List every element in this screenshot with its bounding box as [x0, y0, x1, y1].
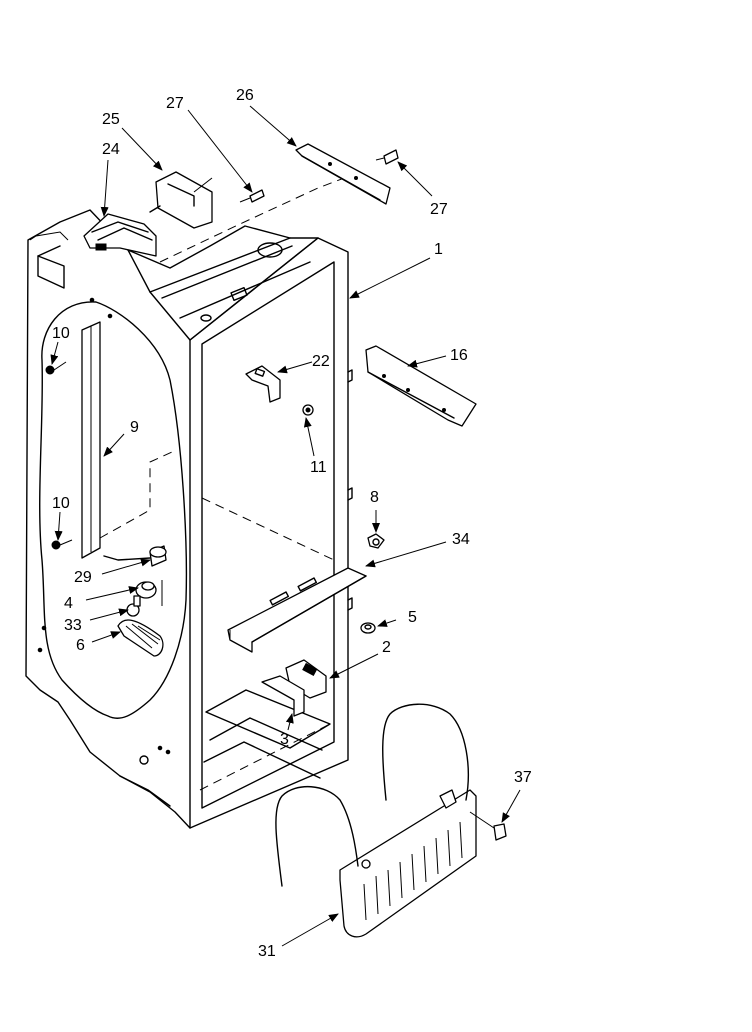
part-5-nut [360, 622, 376, 634]
callout-11: 11 [310, 459, 327, 476]
screw-10-top [45, 361, 67, 375]
part-8-clip [367, 533, 385, 549]
part-25-bracket [149, 171, 213, 229]
part-33-bulb [126, 595, 141, 617]
part-3-bracket [261, 675, 305, 717]
part-31-cover [275, 703, 495, 938]
part-29-socket [103, 545, 167, 567]
callout-5: 5 [408, 609, 417, 626]
callout-26: 26 [236, 87, 254, 104]
callout-37: 37 [514, 769, 532, 786]
callout-2: 2 [382, 639, 391, 656]
leader-lines [50, 105, 521, 947]
callout-22: 22 [312, 353, 330, 370]
part-22-bracket [245, 365, 281, 403]
callout-10-top: 10 [52, 325, 70, 342]
part-16-bracket [365, 345, 477, 427]
wiring-harness [39, 301, 188, 719]
callout-10-bottom: 10 [52, 495, 70, 512]
screw-10-bottom [51, 539, 73, 550]
part-24-housing [83, 213, 157, 257]
callout-labels: 1 2 3 4 5 6 8 9 10 10 11 16 22 24 25 26 … [52, 87, 532, 960]
callout-16: 16 [450, 347, 468, 364]
callout-4: 4 [64, 595, 73, 612]
screw-27-right [375, 149, 399, 165]
part-9-rail [81, 321, 173, 559]
callout-6: 6 [76, 637, 85, 654]
callout-27-right: 27 [430, 201, 448, 218]
callout-1: 1 [434, 241, 443, 258]
callout-29: 29 [74, 569, 92, 586]
callout-27-left: 27 [166, 95, 184, 112]
callout-8: 8 [370, 489, 379, 506]
callout-34: 34 [452, 531, 470, 548]
callout-25: 25 [102, 111, 120, 128]
screw-11 [302, 404, 314, 416]
callout-33: 33 [64, 617, 82, 634]
part-26-channel [295, 143, 391, 205]
cabinet-liner [25, 209, 353, 829]
part-6-lens [117, 619, 164, 657]
screw-27-left [239, 189, 265, 203]
callout-9: 9 [130, 419, 139, 436]
callout-24: 24 [102, 141, 120, 158]
callout-3: 3 [280, 731, 289, 748]
part-34-cover [227, 567, 367, 653]
callout-31: 31 [258, 943, 276, 960]
screw-37 [493, 823, 507, 841]
